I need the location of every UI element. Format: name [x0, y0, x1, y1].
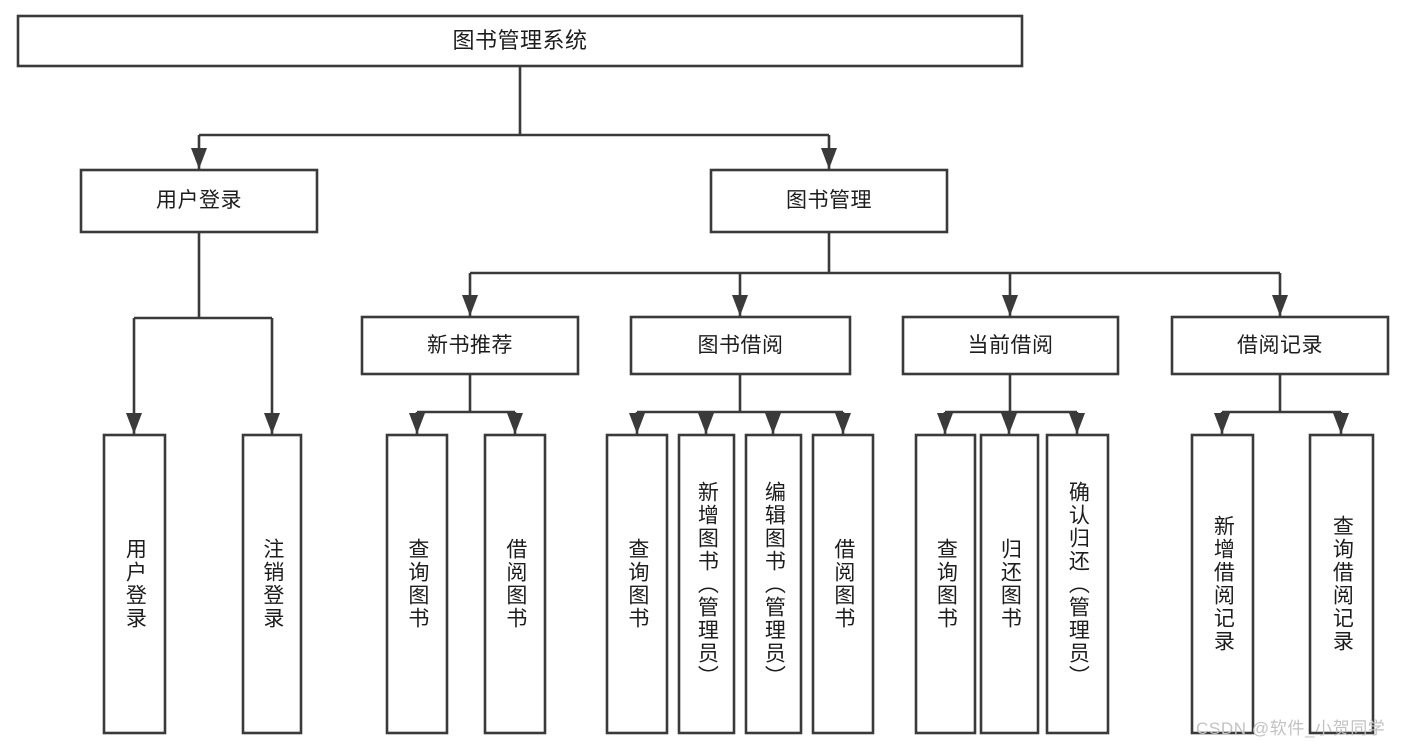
- node-box-leaf-add-record[interactable]: [1190, 433, 1255, 735]
- node-boxes-layer: [16, 14, 1390, 735]
- node-box-leaf-borrow-book-2[interactable]: [811, 433, 875, 735]
- csdn-watermark: CSDN @软件_小贺同学: [1196, 719, 1386, 738]
- arrow-down-icon: [462, 295, 478, 316]
- node-box-leaf-return-book[interactable]: [979, 433, 1040, 735]
- arrow-down-icon: [1333, 413, 1349, 434]
- arrow-down-icon: [191, 148, 207, 169]
- arrow-down-icon: [507, 413, 523, 434]
- node-box-root[interactable]: [16, 14, 1024, 68]
- connector-lines-layer: [132, 66, 1343, 434]
- arrow-down-icon: [1069, 413, 1085, 434]
- node-box-book-manage[interactable]: [709, 168, 949, 234]
- arrow-down-icon: [698, 413, 714, 434]
- node-box-leaf-user-login[interactable]: [102, 433, 167, 735]
- node-box-leaf-edit-book[interactable]: [744, 433, 803, 735]
- arrow-down-icon: [821, 148, 837, 169]
- arrow-heads-layer: [126, 148, 1349, 434]
- node-box-book-borrow[interactable]: [629, 315, 852, 376]
- arrow-down-icon: [1272, 295, 1288, 316]
- arrow-down-icon: [732, 295, 748, 316]
- node-box-user-login[interactable]: [79, 168, 319, 234]
- arrow-down-icon: [835, 413, 851, 434]
- arrow-down-icon: [1214, 413, 1230, 434]
- arrow-down-icon: [264, 413, 280, 434]
- arrow-down-icon: [937, 413, 953, 434]
- arrow-down-icon: [126, 413, 142, 434]
- node-box-leaf-borrow-book-1[interactable]: [483, 433, 547, 735]
- arrow-down-icon: [629, 413, 645, 434]
- node-box-leaf-query-book-2[interactable]: [605, 433, 669, 735]
- arrow-down-icon: [1001, 413, 1017, 434]
- node-box-new-book-recommend[interactable]: [360, 315, 580, 376]
- node-box-leaf-query-book-1[interactable]: [385, 433, 449, 735]
- arrow-down-icon: [765, 413, 781, 434]
- node-box-leaf-query-record[interactable]: [1308, 433, 1375, 735]
- node-box-leaf-query-book-3[interactable]: [914, 433, 977, 735]
- node-box-leaf-add-book[interactable]: [677, 433, 736, 735]
- arrow-down-icon: [409, 413, 425, 434]
- node-box-borrow-record[interactable]: [1170, 315, 1390, 376]
- node-box-current-borrow[interactable]: [901, 315, 1120, 376]
- node-box-leaf-confirm-return[interactable]: [1045, 433, 1110, 735]
- node-box-leaf-logout[interactable]: [241, 433, 303, 735]
- arrow-down-icon: [1002, 295, 1018, 316]
